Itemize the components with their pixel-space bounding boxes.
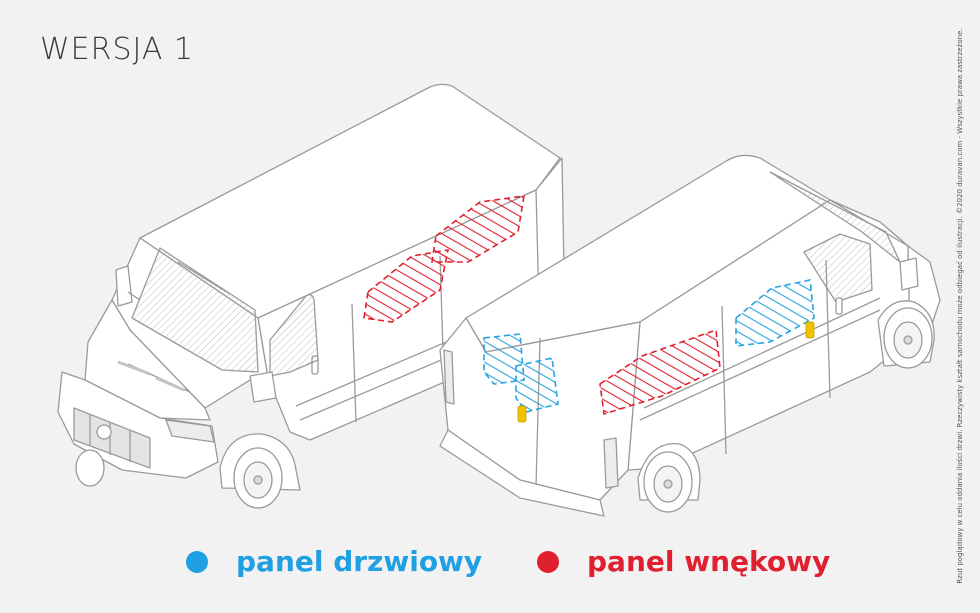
left-van-wheel-panels bbox=[363, 195, 525, 323]
door-handles bbox=[517, 321, 815, 423]
legend-label-door-panel: panel drzwiowy bbox=[236, 545, 483, 578]
right-van-wheel-panels bbox=[599, 328, 721, 416]
legend-item-wheel-panel: panel wnękowy bbox=[537, 545, 830, 578]
right-van-door-panels bbox=[483, 279, 815, 413]
legend-label-wheel-panel: panel wnękowy bbox=[587, 545, 831, 578]
red-dot-icon bbox=[537, 550, 559, 573]
blue-dot-icon bbox=[186, 550, 208, 573]
legend-item-door-panel: panel drzwiowy bbox=[186, 545, 482, 578]
page-title: WERSJA 1 bbox=[40, 32, 194, 67]
